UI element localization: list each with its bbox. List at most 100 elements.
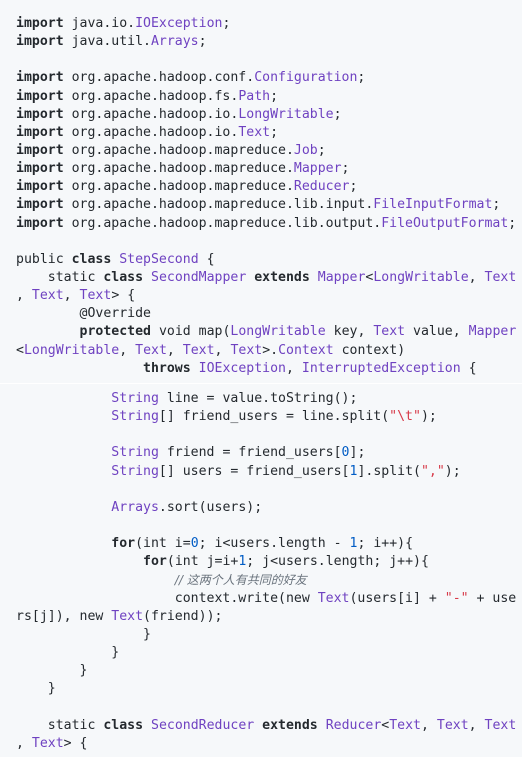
code-token: Mapper	[468, 324, 517, 340]
code-token: value,	[405, 324, 469, 340]
code-token: org.apache.hadoop.mapreduce.lib.input.	[63, 197, 374, 213]
code-token: rs[j]), new	[16, 608, 112, 624]
code-token: );	[444, 463, 461, 479]
code-token: ,	[63, 288, 80, 304]
code-token: {	[460, 360, 477, 376]
code-line: rs[j]), new Text(friend));	[0, 608, 522, 626]
code-token: Text	[484, 717, 517, 733]
code-token: ;	[349, 179, 358, 195]
code-token: extends	[262, 717, 318, 733]
code-token: .sort(users);	[158, 499, 263, 515]
code-token: (friend));	[143, 608, 223, 624]
code-token: import	[16, 106, 64, 122]
code-line: }	[0, 626, 522, 644]
code-token: import	[16, 70, 64, 86]
code-token	[310, 270, 318, 285]
code-token: public	[16, 251, 72, 267]
code-line: import org.apache.hadoop.conf.Configurat…	[0, 69, 522, 87]
code-token: import	[16, 215, 64, 231]
code-token: IOException	[135, 16, 223, 31]
code-line: String[] users = friend_users[1].split("…	[0, 463, 522, 481]
code-token: > {	[111, 288, 136, 304]
code-token: ,	[468, 717, 485, 733]
code-line: }	[0, 680, 522, 698]
code-token: protected	[79, 324, 151, 340]
code-line	[0, 517, 522, 535]
code-token: LongWritable	[230, 324, 326, 340]
code-token: }	[16, 663, 88, 679]
code-line: }	[0, 644, 522, 662]
code-token: 1	[349, 536, 358, 552]
code-token: Text	[484, 269, 517, 285]
code-token: friend = friend_users[	[158, 445, 342, 461]
code-token: ,	[421, 717, 437, 733]
code-token: StepSecond	[119, 251, 199, 267]
code-token: ;	[270, 124, 279, 140]
code-token: org.apache.hadoop.conf.	[63, 70, 255, 86]
code-token: ; i++){	[357, 536, 414, 552]
code-token: static	[16, 717, 104, 733]
code-line: @Override	[0, 305, 522, 323]
code-token: for	[111, 536, 136, 552]
code-token: String	[111, 445, 159, 461]
code-line: Arrays.sort(users);	[0, 499, 522, 517]
code-token: }	[16, 681, 56, 697]
code-token: (int j=i+	[166, 554, 239, 570]
code-token: Text	[135, 342, 167, 358]
code-token: org.apache.hadoop.mapreduce.	[63, 142, 294, 158]
code-token: Mapper	[293, 161, 342, 177]
code-token: <	[381, 717, 390, 733]
code-token: Arrays	[111, 499, 159, 515]
code-line: import java.util.Arrays;	[0, 33, 522, 51]
code-line	[0, 51, 522, 69]
code-token: Reducer	[325, 717, 382, 733]
code-token: Text	[230, 342, 263, 358]
code-token: ;	[333, 106, 342, 122]
code-token: ;	[317, 142, 326, 158]
code-token: // 这两个人有共同的好友	[174, 573, 307, 588]
code-token: ;	[270, 88, 279, 104]
code-token: ;	[198, 34, 207, 50]
code-token: Arrays	[150, 34, 199, 50]
code-line: <LongWritable, Text, Text, Text>.Context…	[0, 342, 522, 360]
code-token: java.io.	[63, 16, 136, 31]
code-token	[191, 361, 199, 376]
code-line: protected void map(LongWritable key, Tex…	[0, 323, 522, 341]
code-token: (int i=	[135, 536, 191, 552]
code-token: ; j<users.length; j++){	[246, 554, 429, 570]
code-token: > {	[63, 735, 88, 751]
code-token	[143, 718, 151, 733]
code-token: 0	[341, 445, 350, 461]
code-token	[16, 324, 80, 339]
code-token: [] users = friend_users[	[158, 463, 350, 479]
code-line: throws IOException, InterruptedException…	[0, 360, 522, 378]
code-token: void map(	[151, 324, 231, 340]
code-line: for(int j=i+1; j<users.length; j++){	[0, 553, 522, 571]
code-token: key,	[325, 324, 374, 340]
code-line: import org.apache.hadoop.mapreduce.Mappe…	[0, 160, 522, 178]
code-token: ];	[349, 445, 366, 461]
code-token: }	[16, 626, 151, 642]
code-line: context.write(new Text(users[i] + "-" + …	[0, 590, 522, 608]
code-block-bottom: String line = value.toString(); String[]…	[0, 384, 522, 757]
code-token: ,	[119, 342, 136, 358]
code-token: ; i<users.length -	[198, 536, 350, 552]
code-token: import	[16, 34, 64, 50]
code-token: <	[365, 269, 374, 285]
code-token: import	[16, 124, 64, 140]
code-token: Text	[389, 717, 421, 733]
code-token: class	[103, 717, 144, 733]
code-token: ;	[357, 70, 366, 86]
code-token: ].split(	[357, 463, 421, 479]
code-token: }	[16, 644, 120, 660]
code-token: java.util.	[63, 34, 151, 50]
code-token: org.apache.hadoop.mapreduce.	[63, 179, 294, 195]
code-token: import	[16, 179, 64, 195]
code-token: Text	[79, 288, 112, 304]
code-token: LongWritable	[238, 106, 334, 122]
code-token: String	[111, 463, 159, 479]
code-line: }	[0, 662, 522, 680]
code-line: String line = value.toString();	[0, 390, 522, 408]
code-token: Text	[436, 717, 469, 733]
code-token: Text	[31, 288, 64, 304]
